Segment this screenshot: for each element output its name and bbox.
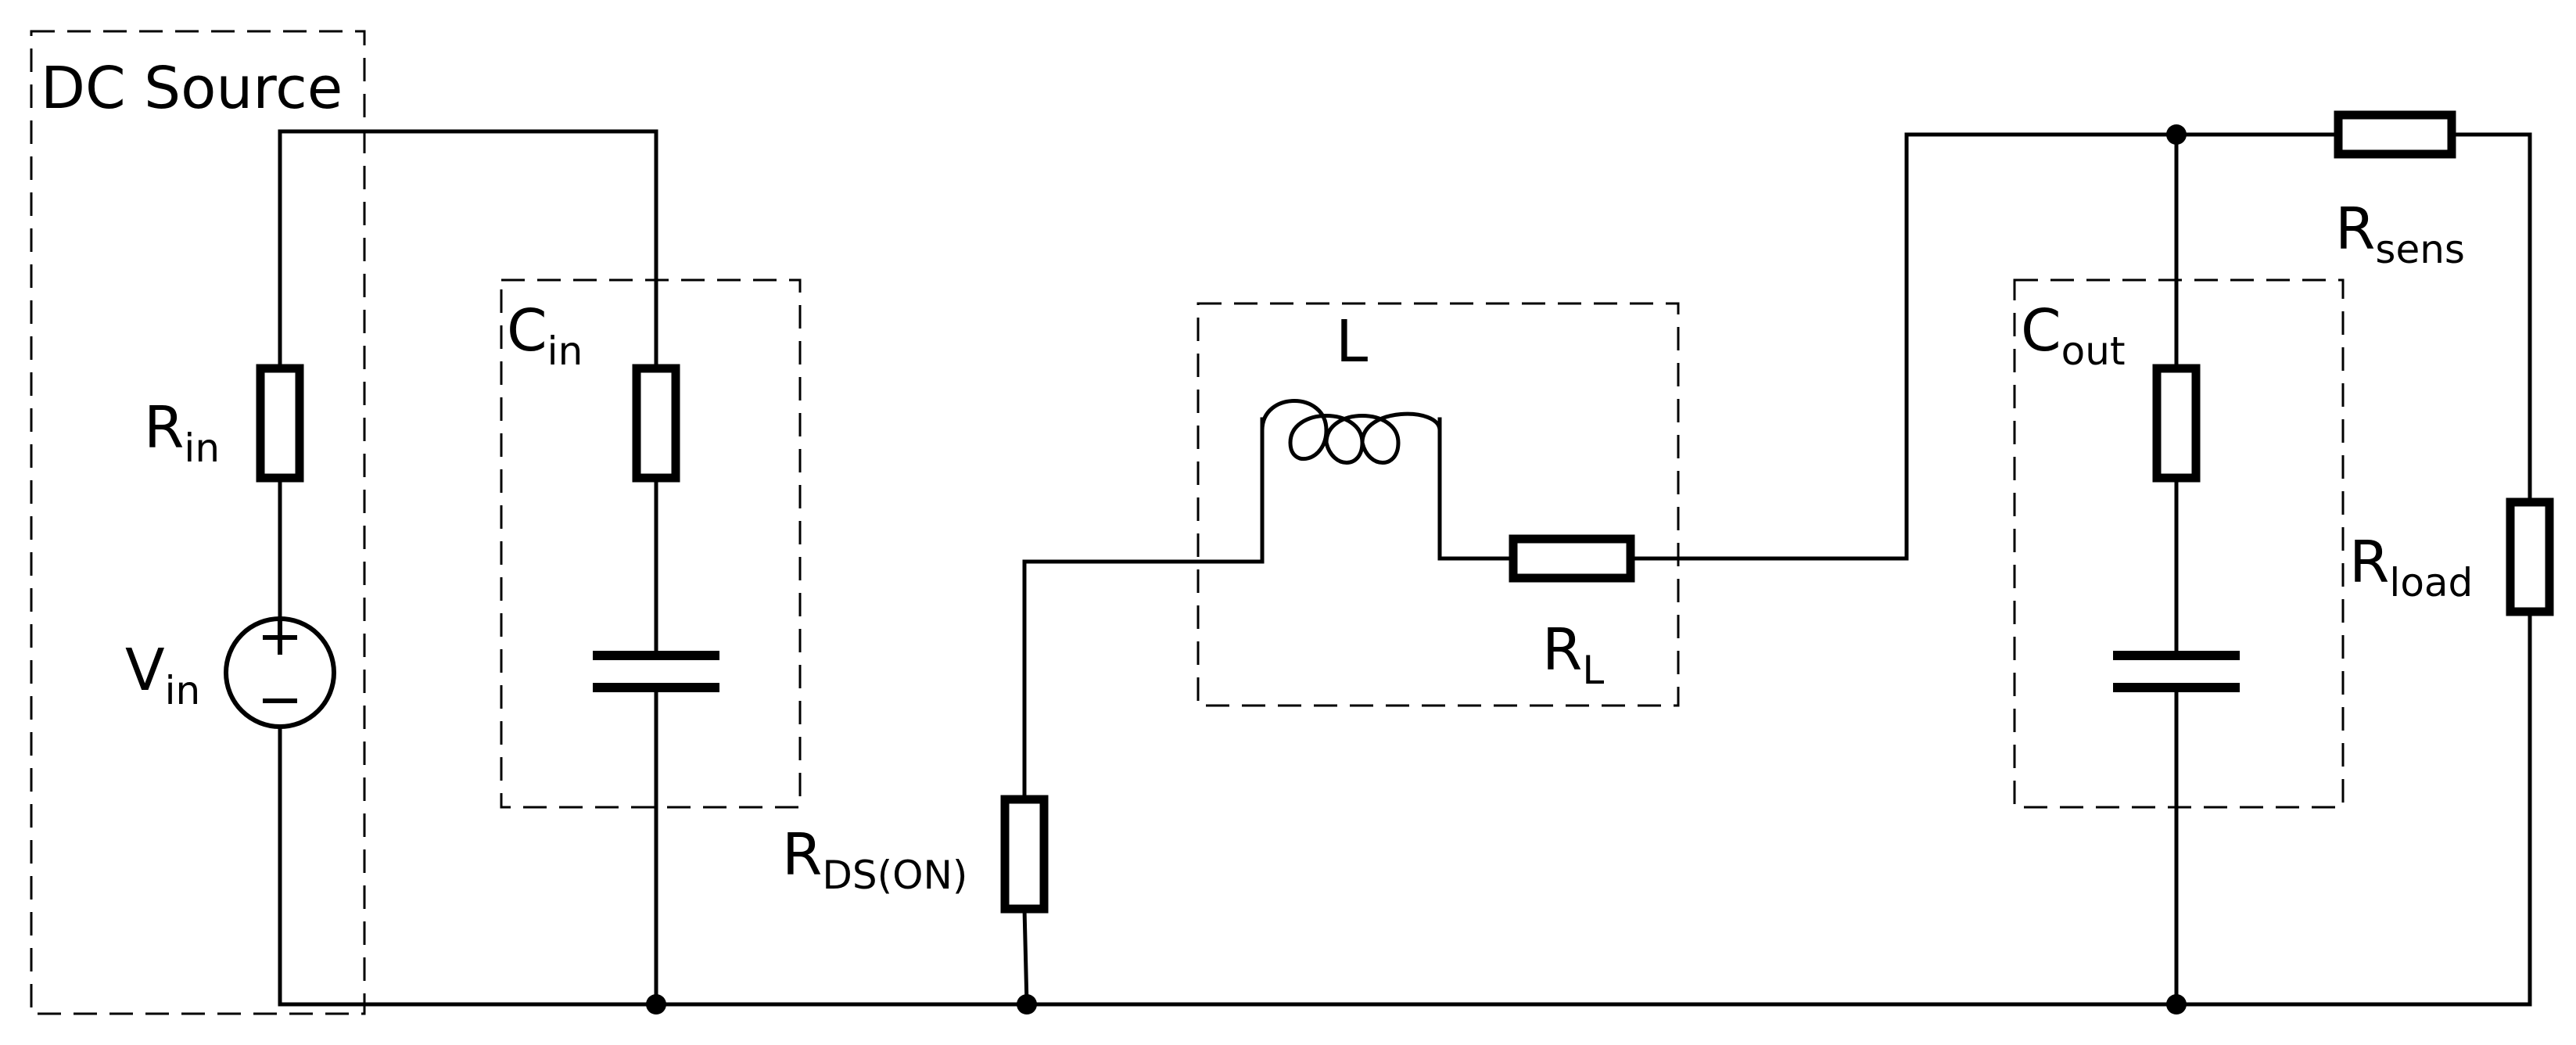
dc-source-label: DC Source xyxy=(41,55,343,122)
c-in-esr-resistor xyxy=(632,364,680,483)
v-in-voltage-source xyxy=(224,616,336,729)
r-sens-to-r-load-wire xyxy=(2449,132,2532,505)
r-l-resistor xyxy=(1509,534,1635,583)
c-in-capacitor xyxy=(593,651,719,692)
r-load-label: Rload xyxy=(2349,529,2473,605)
rl-to-output-wire xyxy=(1628,132,2179,561)
r-in-label: Rin xyxy=(144,394,220,471)
inductor-l xyxy=(1260,399,1442,465)
junction-dot-switch-ground xyxy=(1017,994,1037,1014)
c-out-esr-resistor xyxy=(2152,364,2201,483)
c-out-label: Cout xyxy=(2021,297,2126,374)
c-out-group-box xyxy=(2013,278,2345,809)
v-in-to-ground-wire xyxy=(278,724,658,1007)
r-sens-label: Rsens xyxy=(2335,196,2465,272)
r-sens-resistor xyxy=(2334,110,2456,159)
rds-to-ground-wire xyxy=(1022,907,1029,1007)
c-in-label: Cin xyxy=(507,297,583,374)
ground-return-wire xyxy=(654,609,2532,1007)
r-in-resistor xyxy=(256,364,304,483)
dc-source-box xyxy=(30,30,366,1015)
c-in-group-box xyxy=(500,278,802,809)
r-ds-on-label: RDS(ON) xyxy=(782,821,967,898)
source-top-wire xyxy=(278,129,658,371)
v-in-label: Vin xyxy=(125,637,200,713)
junction-dot-c-in-ground xyxy=(646,994,666,1014)
inductor-group-box xyxy=(1197,302,1680,707)
r-load-resistor xyxy=(2506,497,2554,616)
junction-dot-output xyxy=(2166,124,2187,145)
l-label: L xyxy=(1336,308,1368,375)
inductor-to-rl-wire xyxy=(1437,417,1516,561)
switch-node-wire xyxy=(1022,417,1265,802)
r-ds-on-resistor xyxy=(1000,795,1049,914)
junction-dot-c-out-ground xyxy=(2166,994,2187,1014)
r-l-label: RL xyxy=(1542,616,1604,693)
c-out-capacitor xyxy=(2113,651,2240,692)
